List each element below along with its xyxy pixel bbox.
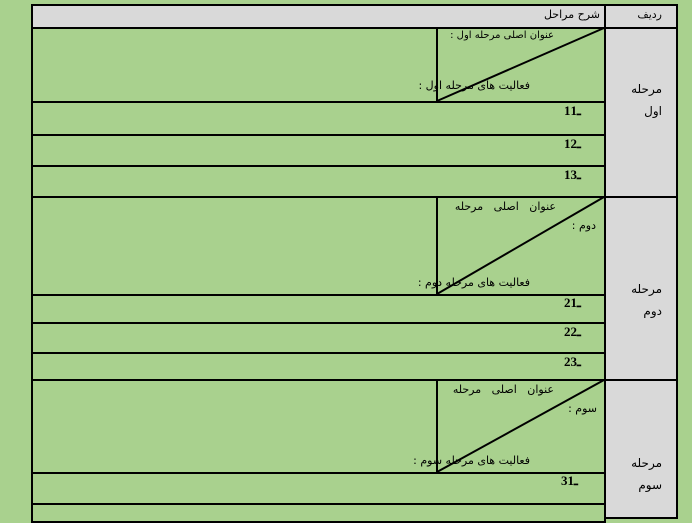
- item-number: 1ـ1: [564, 103, 581, 118]
- header-description-label: شرح مراحل: [543, 8, 600, 21]
- stage-2-name: مرحله دوم: [631, 278, 662, 322]
- header-row-label: ردیف: [637, 8, 662, 21]
- stage-2-name-cell: [604, 196, 678, 381]
- stage-1-name: مرحله اول: [631, 78, 662, 122]
- stage-3-item-row[interactable]: [31, 503, 606, 523]
- stage-2-activities: فعالیت های مرحله دوم :: [417, 276, 530, 289]
- stage-1-title: عنوان اصلی مرحله اول :: [450, 30, 554, 41]
- stage-1-name-line1: مرحله: [631, 82, 662, 96]
- stage-3-name-line2: سوم: [638, 478, 662, 492]
- stage-2-diagonal: [436, 196, 605, 295]
- item-number: 2ـ3: [564, 354, 581, 369]
- stage-1-diagonal: [436, 27, 605, 102]
- stage-1-name-line2: اول: [644, 104, 662, 118]
- stage-2-title-line2: دوم :: [571, 219, 596, 232]
- diagonal-lines: [436, 27, 605, 473]
- item-number: 2ـ2: [564, 324, 581, 339]
- stage-1-name-cell: [604, 27, 678, 198]
- item-number: 1ـ2: [564, 136, 581, 151]
- stage-2-name-line1: مرحله: [631, 282, 662, 296]
- stage-3-title-line2: سوم :: [568, 402, 597, 415]
- item-number: 2ـ1: [564, 295, 581, 310]
- stage-2-name-line2: دوم: [643, 304, 662, 318]
- stage-3-diagonal: [436, 379, 605, 473]
- stage-3-name: مرحله سوم: [631, 452, 662, 496]
- item-number: 1ـ3: [564, 167, 581, 182]
- item-number: 3ـ1: [561, 473, 578, 488]
- header-row-cell: [604, 4, 678, 29]
- stage-3-title-line1: عنوان اصلی مرحله: [452, 383, 554, 396]
- stage-3-name-line1: مرحله: [631, 456, 662, 470]
- stage-2-title-line1: عنوان اصلی مرحله: [454, 200, 556, 213]
- stage-3-activities: فعالیت های مرحله سوم :: [413, 454, 530, 467]
